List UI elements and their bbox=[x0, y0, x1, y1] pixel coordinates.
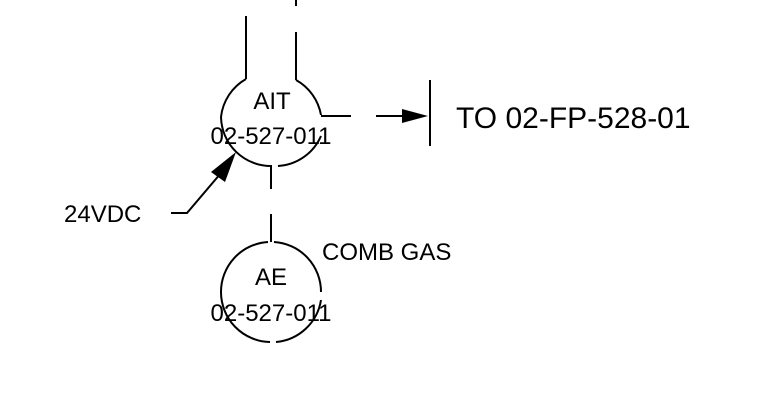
ae-instrument-bubble: AE 02-527-011 bbox=[211, 241, 332, 343]
ae-bubble-arc-lower-right bbox=[275, 299, 322, 343]
service-label: COMB GAS bbox=[322, 239, 451, 266]
ait-instrument-bubble: AIT 02-527-011 bbox=[211, 78, 332, 168]
ae-tag-label: 02-527-011 bbox=[211, 300, 332, 327]
ait-function-label: AIT bbox=[253, 88, 291, 115]
ae-function-label: AE bbox=[255, 264, 287, 291]
ae-bubble-arc-right bbox=[273, 241, 323, 293]
power-supply-leader bbox=[171, 172, 222, 214]
destination-label: TO 02-FP-528-01 bbox=[456, 102, 691, 135]
power-supply-arrowhead bbox=[211, 152, 236, 182]
ae-bubble-arc-left bbox=[219, 241, 271, 343]
ait-bubble-arc-lower-right bbox=[277, 135, 322, 167]
ait-tag-label: 02-527-011 bbox=[211, 123, 332, 150]
ait-bubble-arc-right bbox=[295, 79, 322, 116]
ait-bubble-arc-left bbox=[219, 78, 273, 168]
output-arrowhead bbox=[402, 109, 428, 123]
power-supply-label: 24VDC bbox=[64, 201, 141, 228]
